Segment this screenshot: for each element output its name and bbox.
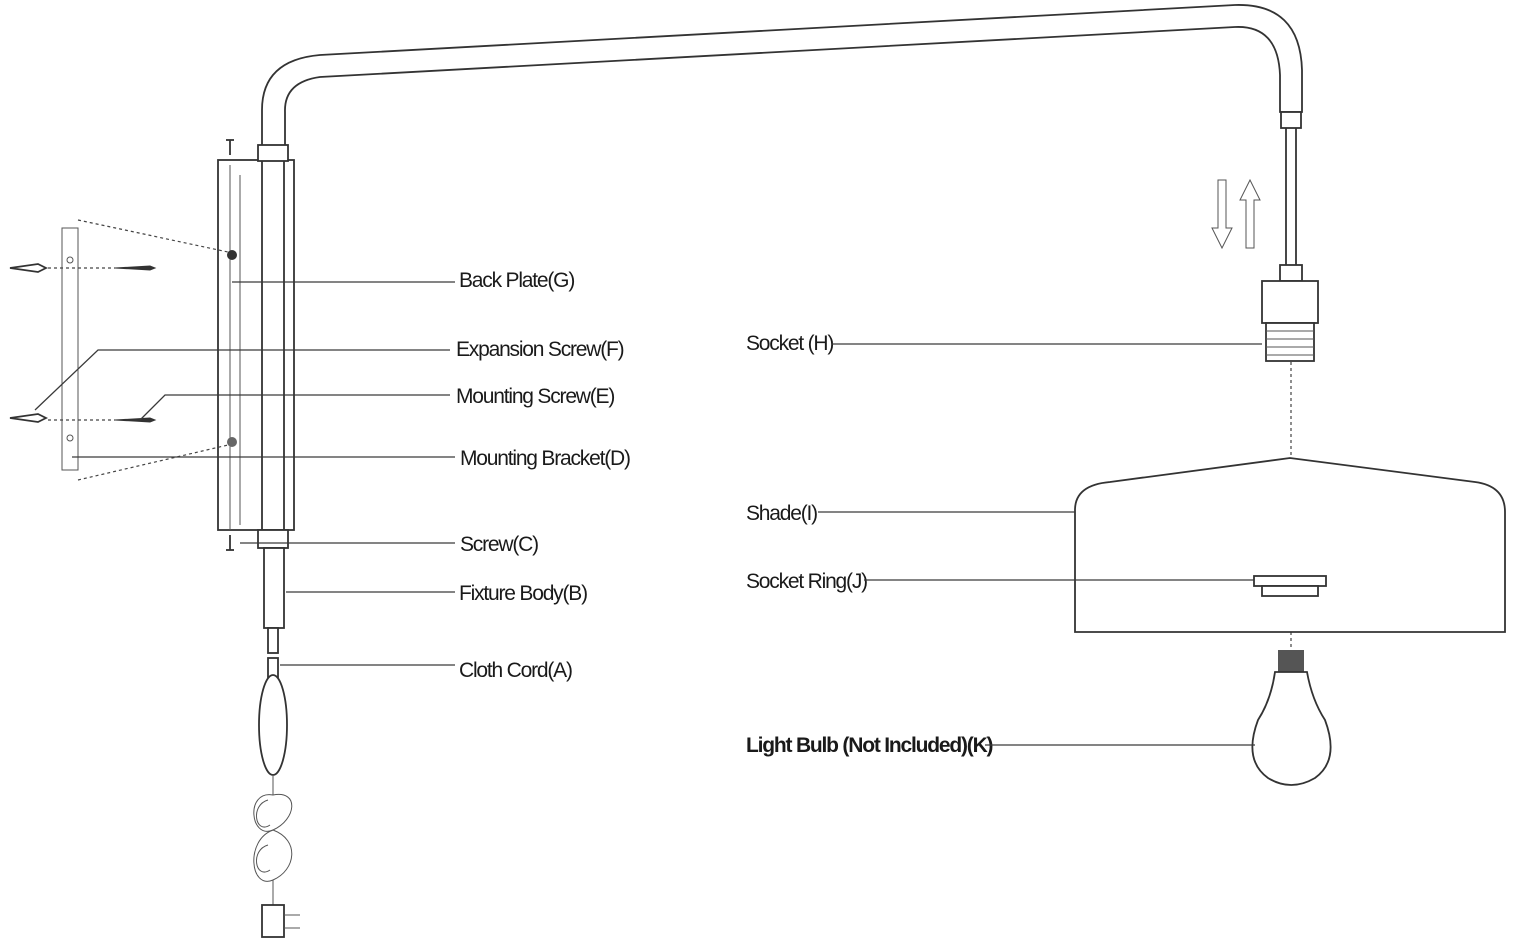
screw <box>226 139 234 551</box>
label-expansion-screw: Expansion Screw(F) <box>456 338 624 361</box>
mounting-screw <box>48 265 157 423</box>
label-mounting-bracket: Mounting Bracket(D) <box>460 447 630 470</box>
socket <box>1261 264 1319 362</box>
light-bulb <box>1251 650 1332 786</box>
lamp-arm <box>261 4 1303 151</box>
leader-mounting-screw <box>139 394 450 421</box>
socket-ring <box>1253 575 1327 597</box>
label-back-plate: Back Plate(G) <box>459 269 574 292</box>
cloth-cord <box>253 657 300 938</box>
label-cloth-cord: Cloth Cord(A) <box>459 659 572 682</box>
mounting-bracket <box>61 219 237 481</box>
label-light-bulb: Light Bulb (Not Included)(K) <box>746 734 993 757</box>
label-shade: Shade(I) <box>746 502 817 525</box>
label-fixture-body: Fixture Body(B) <box>459 582 587 605</box>
fixture-body <box>257 144 289 654</box>
up-down-arrows-icon <box>1211 178 1261 250</box>
shade <box>1074 457 1506 633</box>
label-mounting-screw: Mounting Screw(E) <box>456 385 614 408</box>
leader-expansion-screw <box>34 349 450 411</box>
drop-rod <box>1280 111 1302 265</box>
label-socket: Socket (H) <box>746 332 833 355</box>
label-screw: Screw(C) <box>460 533 538 556</box>
expansion-screw <box>9 263 49 423</box>
label-socket-ring: Socket Ring(J) <box>746 570 867 593</box>
